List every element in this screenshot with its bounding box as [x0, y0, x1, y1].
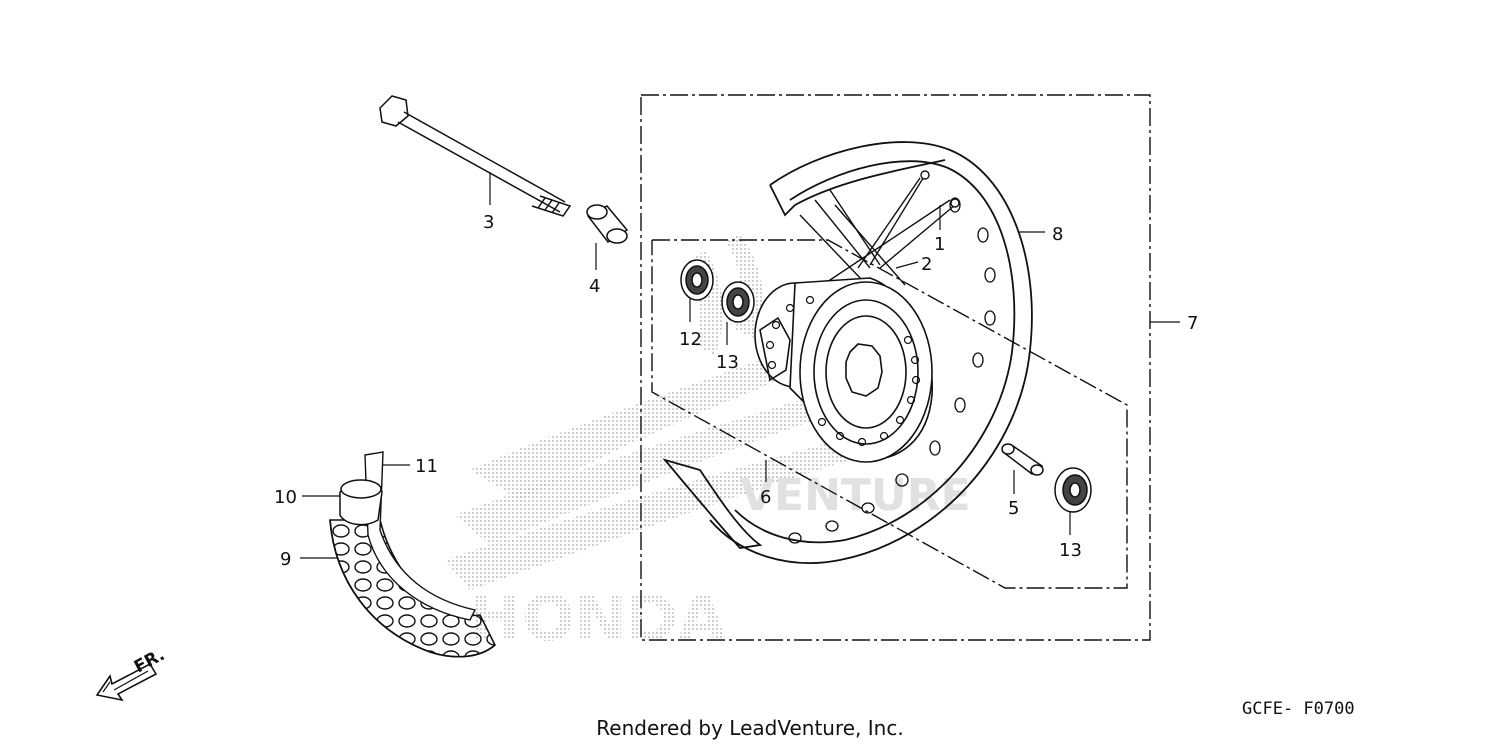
axle-bolt [379, 95, 572, 217]
wheel-rim [662, 141, 1033, 564]
callout-11: 11 [415, 456, 438, 477]
front-direction-arrow: FR. [95, 645, 168, 702]
hub-assembly-frame [651, 239, 1128, 589]
inner-tube [339, 479, 383, 526]
callout-7: 7 [1187, 313, 1198, 334]
bearing-12 [680, 259, 714, 301]
honda-wing-watermark: HONDA VENTURE [445, 235, 971, 655]
callout-1: 1 [934, 234, 945, 255]
wheel-spokes [799, 170, 960, 291]
direction-label: FR. [131, 645, 168, 677]
leader-lines [300, 172, 1180, 559]
bearing-13-left [721, 281, 755, 323]
callout-13-right: 13 [1059, 540, 1082, 561]
watermark-venture-text: VENTURE [740, 470, 971, 521]
callout-3: 3 [483, 212, 494, 233]
wheel-assembly-frame [640, 94, 1151, 641]
callout-6: 6 [760, 487, 771, 508]
rim-spoke-holes [788, 197, 996, 544]
axle-collar [586, 204, 629, 244]
callout-13-left: 13 [716, 352, 739, 373]
drawing-code: GCFE- F0700 [1242, 699, 1355, 719]
callout-12: 12 [679, 329, 702, 350]
bearing-13-right [1054, 467, 1092, 513]
callout-4: 4 [589, 276, 600, 297]
hub-flange-holes [765, 295, 921, 447]
distance-collar [1001, 443, 1044, 476]
rim-band [364, 451, 477, 621]
rendered-by-credit: Rendered by LeadVenture, Inc. [596, 716, 904, 740]
watermark-honda-text: HONDA [470, 582, 726, 655]
callout-2: 2 [921, 254, 932, 275]
callout-8: 8 [1052, 224, 1063, 245]
callout-5: 5 [1008, 498, 1019, 519]
callout-9: 9 [280, 549, 291, 570]
callout-10: 10 [274, 487, 297, 508]
callout-labels: 1 2 3 4 5 6 7 8 9 10 11 12 13 13 [274, 212, 1198, 570]
